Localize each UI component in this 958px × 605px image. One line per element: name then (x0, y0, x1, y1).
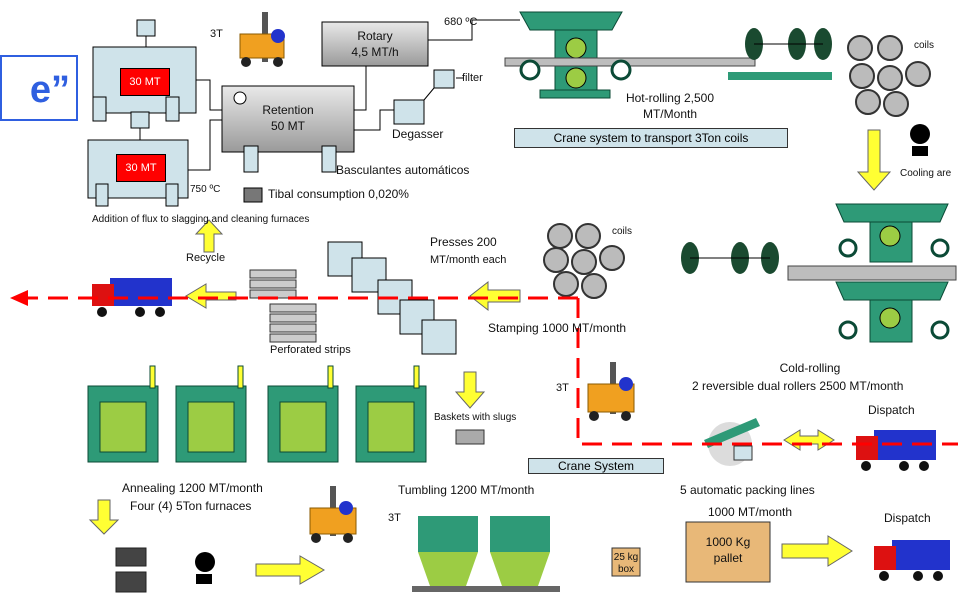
basket-with-slugs (456, 430, 484, 444)
crane-coils-bar: Crane system to transport 3Ton coils (514, 128, 788, 148)
cooling-fan-bottom (195, 552, 215, 584)
cooling-area-label: Cooling are (900, 168, 951, 179)
arrow-right-dispatch (782, 536, 852, 566)
tibal-label: Tibal consumption 0,020% (268, 188, 409, 201)
box-25kg-line1: 25 kg (612, 552, 640, 563)
flow-arrowhead-left (10, 290, 28, 306)
title-fragment: e” (0, 55, 78, 121)
cold-rolling-desc: 2 reversible dual rollers 2500 MT/month (692, 380, 903, 393)
monthly-1000-label: 1000 MT/month (708, 506, 792, 519)
rotary-rate: 4,5 MT/h (322, 46, 428, 59)
hot-rolling-unit: MT/Month (600, 108, 740, 121)
arrow-left-to-truck (186, 284, 236, 308)
forklift-mid-capacity: 3T (556, 382, 569, 394)
perforated-strips-label: Perforated strips (270, 344, 351, 356)
forklift-bottom-capacity: 3T (388, 512, 401, 524)
truck-mid (856, 430, 936, 471)
furnace-top-label: 30 MT (120, 68, 170, 96)
packing-lines-label: 5 automatic packing lines (680, 484, 815, 497)
dispatch-bottom-label: Dispatch (884, 512, 931, 525)
box-25kg-line2: box (612, 564, 640, 575)
furnace-bottom-label: 30 MT (116, 154, 166, 182)
pallet-line1: 1000 Kg (686, 536, 770, 549)
temp-750-label: 750 ºC (190, 184, 220, 195)
coils-top-label: coils (914, 40, 934, 51)
cold-rolling-mill (681, 204, 956, 342)
degasser-label: Degasser (392, 128, 443, 141)
recycle-label: Recycle (186, 252, 225, 264)
perforated-strips (250, 270, 316, 342)
arrow-down-baskets (456, 372, 484, 408)
arrow-down-annealing (90, 500, 118, 534)
forklift-top (240, 12, 285, 67)
rotary-title: Rotary (322, 30, 428, 43)
presses-label: Presses 200 (430, 236, 497, 249)
furnaces4-label: Four (4) 5Ton furnaces (130, 500, 251, 513)
crane-system-bar: Crane System (528, 458, 664, 474)
degasser-unit (394, 100, 424, 124)
tibal-box (244, 188, 262, 202)
tumbling-drums (412, 516, 560, 592)
basculantes-label: Basculantes automáticos (336, 164, 469, 177)
annealing-label: Annealing 1200 MT/month (122, 482, 263, 495)
presses-unit: MT/month each (430, 254, 506, 266)
forklift-mid (588, 362, 634, 421)
arrow-bidirectional-dispatch (784, 430, 834, 450)
dispatch-mid-label: Dispatch (868, 404, 915, 417)
tumbling-label: Tumbling 1200 MT/month (398, 484, 534, 497)
forklift-top-capacity: 3T (210, 28, 223, 40)
cooling-boxes (116, 548, 146, 592)
forklift-bottom (310, 486, 356, 543)
filter-label: filter (462, 72, 483, 84)
pallet-line2: pallet (686, 552, 770, 565)
hot-rolling-label: Hot-rolling 2,500 (600, 92, 740, 105)
baskets-label: Baskets with slugs (434, 412, 516, 423)
packing-lines (704, 418, 760, 466)
cooling-fan-top (910, 124, 930, 156)
annealing-furnaces (88, 366, 426, 462)
coils-mid-label: coils (612, 226, 632, 237)
temp-680-label: 680 ºC (444, 16, 477, 28)
stamping-label: Stamping 1000 MT/month (488, 322, 626, 335)
flux-note: Addition of flux to slagging and cleanin… (92, 214, 309, 225)
truck-bottom (874, 540, 950, 581)
arrow-right-tumbling (256, 556, 324, 584)
arrow-down-cooling (858, 130, 890, 190)
hot-rolling-mill (505, 12, 832, 98)
arrow-left-to-presses (470, 282, 520, 310)
retention-capacity: 50 MT (222, 120, 354, 133)
filter-unit (434, 70, 454, 88)
retention-title: Retention (222, 104, 354, 117)
cold-rolling-label: Cold-rolling (740, 362, 880, 375)
truck-left (92, 278, 172, 317)
